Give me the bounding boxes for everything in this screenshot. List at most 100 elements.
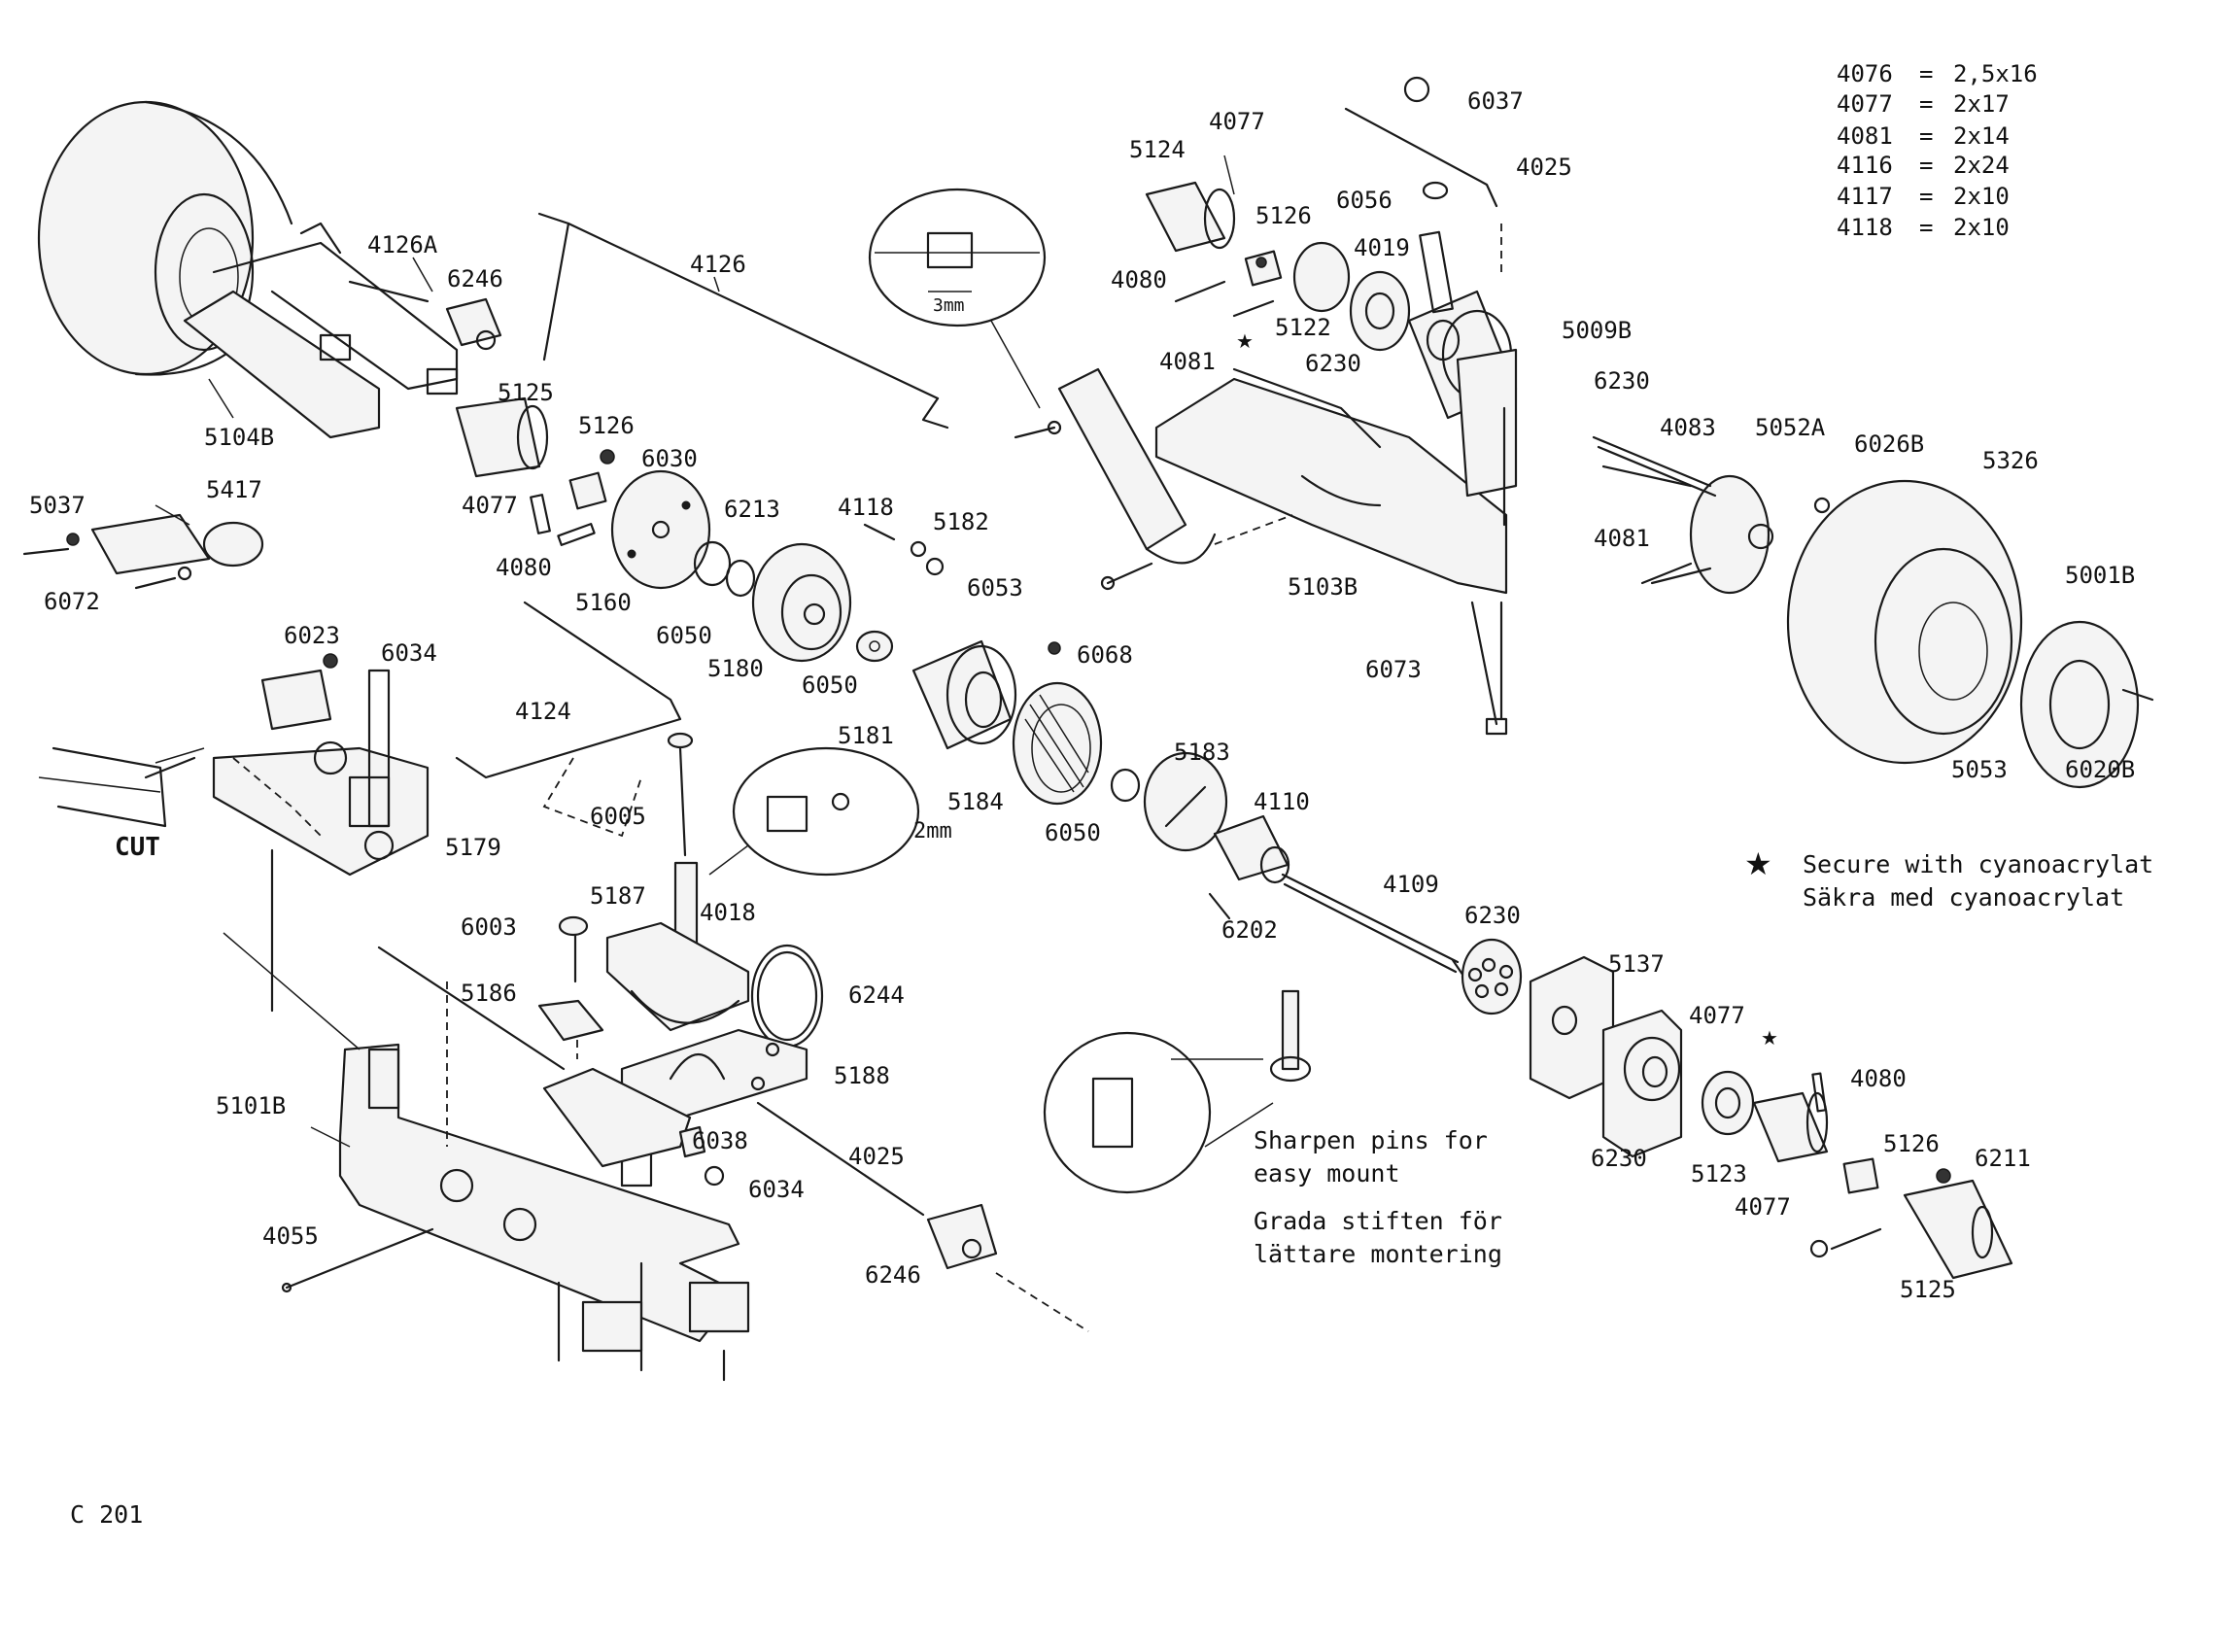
label-4110: 4110 bbox=[1254, 788, 1310, 815]
legend-part: 4081 bbox=[1837, 122, 1893, 150]
label-4081: 4081 bbox=[1159, 348, 1216, 375]
label-5326: 5326 bbox=[1982, 447, 2039, 474]
steering-mount-group bbox=[537, 915, 824, 1119]
label-4025: 4025 bbox=[848, 1143, 905, 1170]
label-5160: 5160 bbox=[575, 589, 632, 616]
label-6072: 6072 bbox=[44, 588, 100, 615]
legend-part: 4116 bbox=[1837, 152, 1893, 179]
label-5101b: 5101B bbox=[216, 1092, 286, 1119]
note-sharpen-swedish-1: Grada stiften för bbox=[1254, 1207, 1502, 1235]
motor-cut-drawing bbox=[52, 746, 205, 828]
label-5187: 5187 bbox=[590, 882, 646, 910]
lower-link-group bbox=[678, 1101, 1089, 1332]
label-5181: 5181 bbox=[838, 722, 894, 749]
assembly-notes: ★ Secure with cyanoacrylat Säkra med cya… bbox=[70, 329, 2153, 1529]
legend-eq: = bbox=[1919, 214, 1933, 241]
label-5125: 5125 bbox=[1900, 1276, 1956, 1303]
label-4019: 4019 bbox=[1354, 234, 1410, 261]
label-6230: 6230 bbox=[1464, 902, 1521, 929]
label-5124: 5124 bbox=[1129, 136, 1186, 163]
label-4126: 4126 bbox=[690, 251, 746, 278]
label-4077: 4077 bbox=[1735, 1193, 1791, 1221]
note-sharpen-english-2: easy mount bbox=[1254, 1159, 1400, 1187]
dimension-2mm: 2mm bbox=[913, 819, 952, 843]
label-5186: 5186 bbox=[461, 980, 517, 1007]
label-4080: 4080 bbox=[1850, 1065, 1907, 1092]
label-5183: 5183 bbox=[1174, 739, 1230, 766]
label-6230: 6230 bbox=[1594, 367, 1650, 395]
label-5122: 5122 bbox=[1275, 314, 1331, 341]
label-6053: 6053 bbox=[967, 574, 1023, 602]
cut-label: CUT bbox=[115, 833, 160, 862]
legend-size: 2x10 bbox=[1953, 183, 2010, 210]
label-5037: 5037 bbox=[29, 492, 86, 519]
label-5052a: 5052A bbox=[1755, 414, 1826, 441]
legend-part: 4076 bbox=[1837, 60, 1893, 87]
label-6030: 6030 bbox=[641, 445, 698, 472]
label-6068: 6068 bbox=[1077, 641, 1133, 669]
legend-size: 2x24 bbox=[1953, 152, 2010, 179]
legend-size: 2x10 bbox=[1953, 214, 2010, 241]
label-5179: 5179 bbox=[445, 834, 501, 861]
dimension-labels: CUT 3mm 2mm bbox=[115, 295, 965, 862]
rear-body-5103b bbox=[1154, 348, 1518, 721]
legend-part: 4077 bbox=[1837, 90, 1893, 118]
label-6050: 6050 bbox=[802, 671, 858, 699]
legend-part: 4117 bbox=[1837, 183, 1893, 210]
chassis-5101b bbox=[223, 848, 750, 1382]
label-4025: 4025 bbox=[1516, 154, 1572, 181]
drive-shaft-4109-group bbox=[1208, 814, 1469, 983]
tube-5417-group bbox=[22, 504, 264, 590]
label-5188: 5188 bbox=[834, 1062, 890, 1089]
label-4077: 4077 bbox=[1209, 108, 1265, 135]
label-6073: 6073 bbox=[1365, 656, 1422, 683]
label-5182: 5182 bbox=[933, 508, 989, 535]
label-6038: 6038 bbox=[692, 1127, 748, 1154]
label-6056: 6056 bbox=[1336, 187, 1393, 214]
label-4081: 4081 bbox=[1594, 525, 1650, 552]
label-6034: 6034 bbox=[748, 1176, 805, 1203]
pins-4083-group bbox=[1592, 435, 1831, 585]
detail-2mm-circle bbox=[708, 746, 920, 877]
label-4077: 4077 bbox=[462, 492, 518, 519]
legend-eq: = bbox=[1919, 122, 1933, 150]
label-4124: 4124 bbox=[515, 698, 571, 725]
label-5184: 5184 bbox=[947, 788, 1004, 815]
label-6005: 6005 bbox=[590, 803, 646, 830]
label-5180: 5180 bbox=[707, 655, 764, 682]
label-4018: 4018 bbox=[700, 899, 756, 926]
label-4077: 4077 bbox=[1689, 1002, 1745, 1029]
label-4080: 4080 bbox=[496, 554, 552, 581]
label-5123: 5123 bbox=[1691, 1160, 1747, 1187]
legend-eq: = bbox=[1919, 60, 1933, 87]
diff-housing-5181-group bbox=[911, 639, 1228, 852]
label-6213: 6213 bbox=[724, 496, 780, 523]
page-code: C 201 bbox=[70, 1500, 143, 1529]
legend-part: 4118 bbox=[1837, 214, 1893, 241]
label-5126: 5126 bbox=[1883, 1130, 1940, 1157]
right-wheel-5326-group bbox=[1601, 465, 2154, 789]
detail-3mm-circle bbox=[868, 188, 1293, 591]
screw-6005 bbox=[667, 732, 699, 952]
legend-size: 2,5x16 bbox=[1953, 60, 2038, 87]
part-labels: 6037 4077 4025 5124 6056 5126 4019 4080 … bbox=[29, 87, 2135, 1303]
sharpen-pin-detail bbox=[1043, 989, 1312, 1194]
label-6037: 6037 bbox=[1467, 87, 1524, 115]
bearing-6230-mid bbox=[1461, 938, 1523, 1015]
note-secure-english: Secure with cyanoacrylat bbox=[1803, 850, 2153, 878]
label-6050: 6050 bbox=[1045, 819, 1101, 846]
note-sharpen-swedish-2: lättare montering bbox=[1254, 1240, 1502, 1268]
legend-size: 2x17 bbox=[1953, 90, 2010, 118]
label-5125: 5125 bbox=[498, 379, 554, 406]
label-6050: 6050 bbox=[656, 622, 712, 649]
differential-5180-group bbox=[693, 523, 945, 663]
legend-eq: = bbox=[1919, 90, 1933, 118]
star-icon: ★ bbox=[1744, 845, 1772, 882]
bolt-6073 bbox=[1470, 601, 1508, 736]
label-6244: 6244 bbox=[848, 981, 905, 1009]
label-5104b: 5104B bbox=[204, 424, 274, 451]
label-5053: 5053 bbox=[1951, 756, 2008, 783]
left-drive-cup-group bbox=[455, 396, 711, 590]
bearing-holder-5137 bbox=[1529, 955, 1683, 1158]
label-4083: 4083 bbox=[1660, 414, 1716, 441]
